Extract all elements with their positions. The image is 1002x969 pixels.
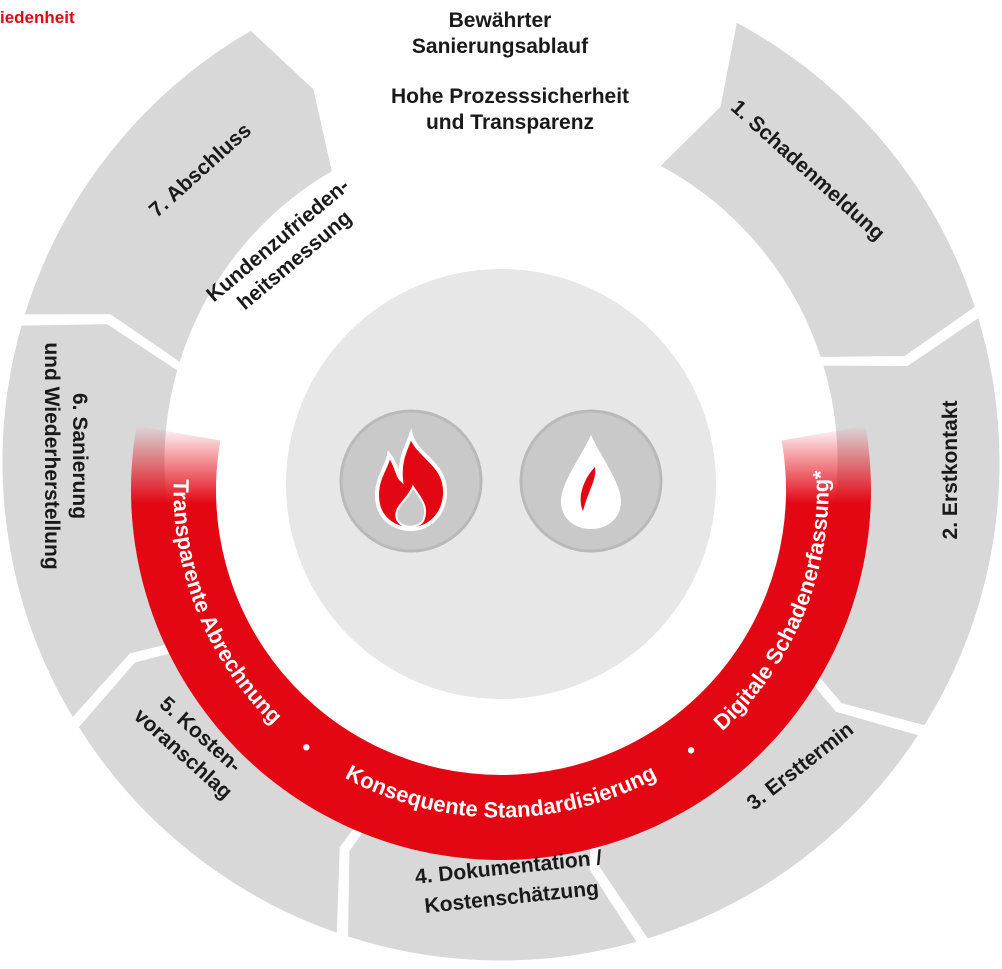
step-label-2-line-1: 2. Erstkontakt (939, 401, 962, 540)
header-gap (275, 0, 737, 168)
red-ring-separator-1: • (302, 734, 310, 759)
header-subtitle-line1: Hohe Prozesssicherheit (390, 85, 630, 108)
step-label-6-line-2: und Wiederherstellung (40, 342, 63, 569)
hazard-icons (339, 409, 663, 553)
header-title-line1: Bewährter (448, 9, 552, 32)
header-title-line2: Sanierungsablauf (411, 35, 589, 58)
step-label-2: 2. Erstkontakt (939, 401, 962, 540)
red-ring-separator-2: • (687, 738, 695, 763)
fire-icon (339, 409, 483, 553)
inner-gray-disc (286, 269, 716, 699)
header-title: Bewährter Sanierungsablauf (371, 8, 629, 60)
cut-off-heading: iedenheit (0, 8, 75, 27)
water-drop-icon (519, 409, 663, 553)
red-ring-band (130, 425, 871, 861)
step-segment-7 (20, 27, 336, 367)
header-subtitle: Hohe Prozesssicherheit und Transparenz (360, 84, 660, 136)
step-segment-1 (655, 18, 979, 360)
header-subtitle-line2: und Transparenz (425, 111, 595, 134)
step-label-6-line-1: 6. Sanierung (68, 393, 91, 519)
